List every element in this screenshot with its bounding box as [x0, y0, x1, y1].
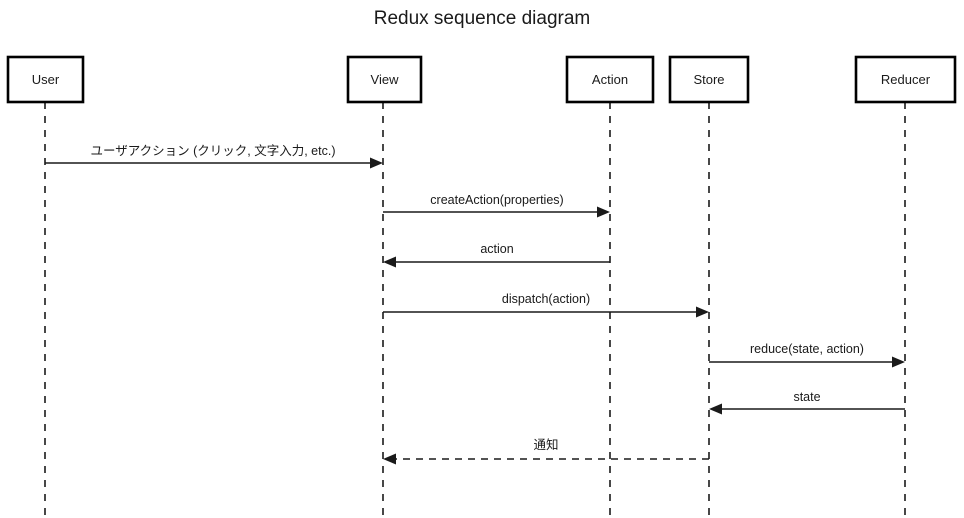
message-arrowhead-msg-reduce — [892, 356, 905, 368]
message-label-msg-notify: 通知 — [533, 438, 558, 452]
message-arrowhead-msg-dispatch — [696, 306, 709, 318]
message-arrowhead-msg-action — [383, 256, 396, 268]
message-msg-notify[interactable]: 通知 — [383, 438, 709, 465]
message-arrowhead-msg-user-action — [370, 157, 383, 169]
participant-label-view: View — [371, 72, 400, 87]
participant-label-user: User — [32, 72, 60, 87]
participant-box-store — [668, 55, 750, 104]
participant-label-reducer: Reducer — [881, 72, 931, 87]
participant-view[interactable]: View — [346, 55, 423, 104]
messages-layer: ユーザアクション (クリック, 文字入力, etc.) createAction(… — [45, 143, 905, 465]
page-title: Redux sequence diagram — [374, 8, 591, 29]
participant-label-store: Store — [693, 72, 724, 87]
message-arrowhead-msg-state — [709, 403, 722, 415]
message-label-msg-user-action: ユーザアクション (クリック, 文字入力, etc.) — [91, 143, 336, 158]
actors-layer: User View Action Store Reducer — [6, 55, 957, 104]
message-label-msg-create-action: createAction(properties) — [430, 193, 563, 207]
message-arrowhead-msg-notify — [383, 453, 396, 465]
participant-box-user — [6, 55, 85, 104]
message-msg-dispatch[interactable]: dispatch(action) — [383, 292, 709, 318]
participant-action[interactable]: Action — [565, 55, 655, 104]
participant-box-action — [565, 55, 655, 104]
message-label-msg-state: state — [793, 390, 820, 404]
message-msg-state[interactable]: state — [709, 390, 905, 415]
message-label-msg-dispatch: dispatch(action) — [502, 292, 590, 306]
message-msg-reduce[interactable]: reduce(state, action) — [709, 342, 905, 368]
lifelines-layer — [44, 102, 906, 518]
participant-user[interactable]: User — [6, 55, 85, 104]
participant-reducer[interactable]: Reducer — [854, 55, 957, 104]
participant-label-action: Action — [592, 72, 628, 87]
participant-box-view — [346, 55, 423, 104]
message-label-msg-action: action — [480, 242, 513, 256]
message-msg-create-action[interactable]: createAction(properties) — [383, 193, 610, 218]
message-msg-action[interactable]: action — [383, 242, 610, 268]
participant-store[interactable]: Store — [668, 55, 750, 104]
diagram-title-layer: Redux sequence diagram — [374, 8, 591, 29]
message-label-msg-reduce: reduce(state, action) — [750, 342, 864, 356]
message-arrowhead-msg-create-action — [597, 206, 610, 218]
participant-box-reducer — [854, 55, 957, 104]
message-msg-user-action[interactable]: ユーザアクション (クリック, 文字入力, etc.) — [45, 143, 383, 169]
